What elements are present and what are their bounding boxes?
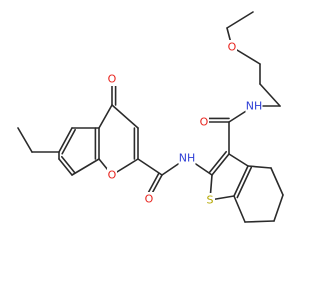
thiophene-bond-3-second [236,166,253,199]
thiophene-bond-5 [211,153,230,176]
cyclohexene-bond-2 [270,167,284,196]
atom-label-amide-nh-2: NH [246,100,263,113]
atom-label-amide-oxygen-2: O [200,116,209,129]
benzo-bond-5-second [60,155,76,174]
atom-label-carbonyl-oxygen-background [107,72,117,86]
cyclohexene-bond-3 [273,194,284,222]
cyclohexene-bond-4 [244,220,275,223]
atom-label-ring-oxygen-background [107,168,117,182]
atom-label-ring-oxygen: O [108,169,117,182]
atom-label-thiophene-sulfur: S [207,194,214,207]
cyclohexene-bond-1 [247,165,272,169]
pyranone-bond-1 [98,104,113,129]
atom-label-ether-oxygen-background [227,40,237,54]
atom-label-thiophene-sulfur-background [205,193,215,207]
atom-label-amide-nh-2-background [245,99,263,113]
atom-label-layer: O O O NH O NH O S [107,40,263,207]
ethoxy-bond [226,11,254,29]
benzo-bond-1 [58,127,73,153]
atom-label-ether-oxygen: O [228,41,237,54]
atom-label-amide-nh-1: NH [179,152,196,165]
pyranone-bond-2 [111,104,139,129]
atom-label-amide-oxygen-2-background [199,115,209,129]
cyclohexene-bond-5 [233,195,246,223]
thiophene-bond-3 [233,165,249,197]
thiophene-bond-5-second [208,150,228,174]
thiophene-bond-4 [228,153,249,167]
propyl-bond-2 [259,83,281,107]
benzo-bond-4 [71,158,100,176]
molecule-structure-diagram: O O O NH O NH O S [17,11,284,223]
bond-layer [17,11,284,223]
benzo-bond-5 [58,158,73,176]
carboxamide-bond [137,158,163,176]
benzo-bond-1-second [61,128,76,155]
ethyl-bond-1 [17,127,33,153]
atom-label-carbonyl-oxygen: O [108,73,117,86]
atom-label-amide-oxygen-1: O [145,193,154,206]
atom-label-amide-oxygen-1-background [144,192,154,206]
atom-label-amide-nh-1-background [178,151,196,165]
